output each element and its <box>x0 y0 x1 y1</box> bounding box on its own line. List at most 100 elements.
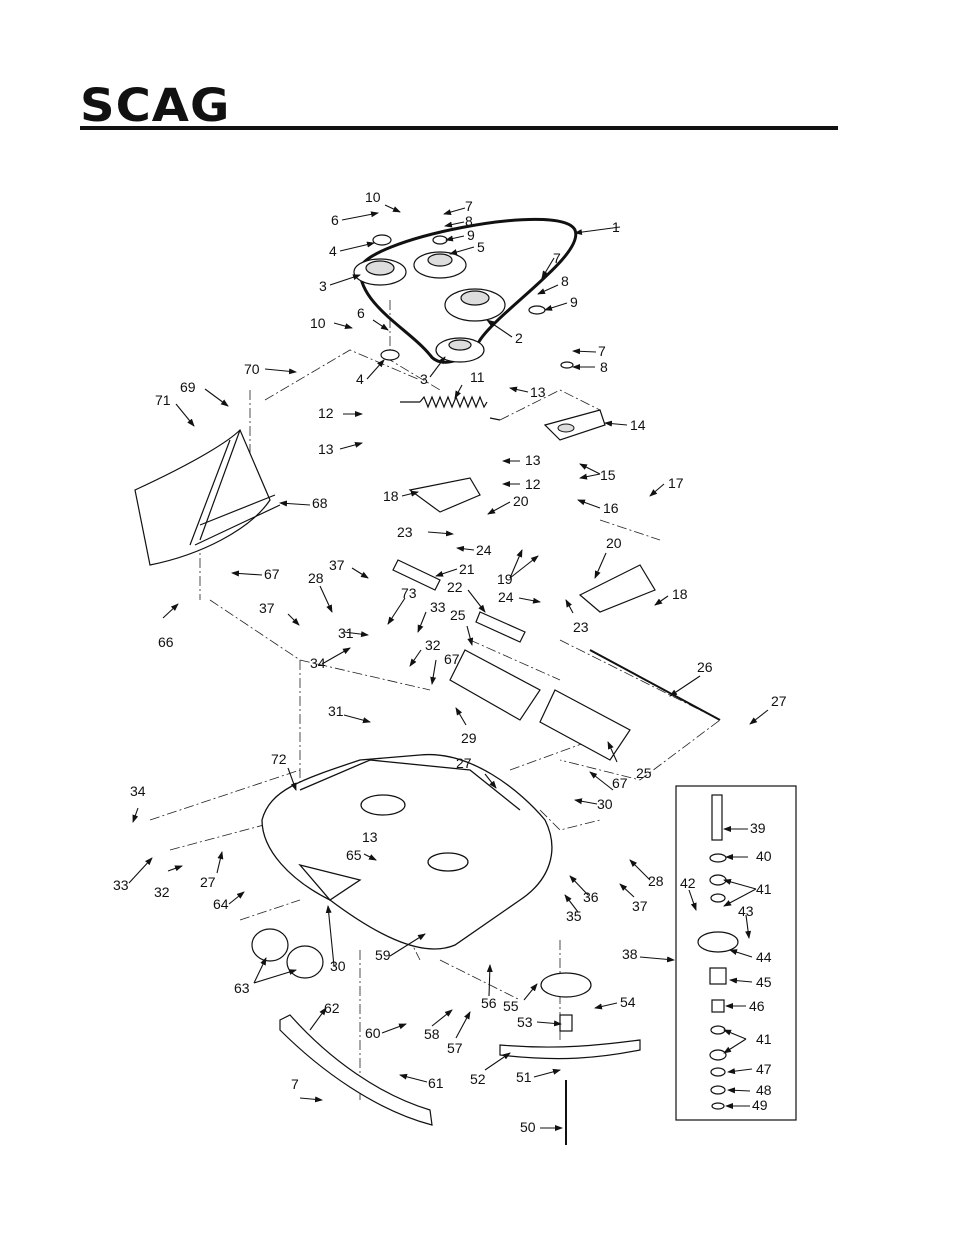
callout-7: 7 <box>465 198 473 214</box>
callout-30: 30 <box>330 958 346 974</box>
callout-32: 32 <box>425 637 441 653</box>
tension-spring <box>400 395 501 421</box>
callout-34: 34 <box>130 783 146 799</box>
idler-arm-bracket <box>543 409 606 441</box>
callout-12: 12 <box>525 476 541 492</box>
rollers <box>392 559 721 761</box>
callout-29: 29 <box>461 730 477 746</box>
spindle-detail-parts <box>697 794 739 1110</box>
callout-60: 60 <box>365 1025 381 1041</box>
callout-8: 8 <box>561 273 569 289</box>
callout-26: 26 <box>697 659 713 675</box>
callout-25: 25 <box>636 765 652 781</box>
callout-27: 27 <box>200 874 216 890</box>
callout-8: 8 <box>600 359 608 375</box>
side-guard-left <box>408 477 481 513</box>
callout-36: 36 <box>583 889 599 905</box>
callout-59: 59 <box>375 947 391 963</box>
callout-52: 52 <box>470 1071 486 1087</box>
callout-13: 13 <box>525 452 541 468</box>
callout-35: 35 <box>566 908 582 924</box>
callout-13: 13 <box>530 384 546 400</box>
callout-6: 6 <box>357 305 365 321</box>
callout-28: 28 <box>308 570 324 586</box>
callout-65: 65 <box>346 847 362 863</box>
callout-3: 3 <box>420 371 428 387</box>
callout-41: 41 <box>756 881 772 897</box>
callout-51: 51 <box>516 1069 532 1085</box>
callout-55: 55 <box>503 998 519 1014</box>
callout-38: 38 <box>622 946 638 962</box>
callout-33: 33 <box>430 599 446 615</box>
callout-9: 9 <box>467 227 475 243</box>
callout-66: 66 <box>158 634 174 650</box>
callout-73: 73 <box>401 585 417 601</box>
callout-67: 67 <box>444 651 460 667</box>
callout-46: 46 <box>749 998 765 1014</box>
callout-70: 70 <box>244 361 260 377</box>
callout-39: 39 <box>750 820 766 836</box>
header-rule <box>80 126 838 130</box>
callout-40: 40 <box>756 848 772 864</box>
callout-13: 13 <box>362 829 378 845</box>
callout-11: 11 <box>470 369 485 385</box>
leader-arrows <box>128 204 769 1131</box>
callout-18: 18 <box>383 488 399 504</box>
callout-30: 30 <box>597 796 613 812</box>
callout-62: 62 <box>324 1000 340 1016</box>
callout-25: 25 <box>450 607 466 623</box>
callout-33: 33 <box>113 877 129 893</box>
callout-42: 42 <box>680 875 696 891</box>
callout-34: 34 <box>310 655 326 671</box>
callout-4: 4 <box>329 243 337 259</box>
callout-6: 6 <box>331 212 339 228</box>
callout-37: 37 <box>329 557 345 573</box>
discharge-chute <box>134 428 281 566</box>
callout-32: 32 <box>154 884 170 900</box>
callout-23: 23 <box>573 619 589 635</box>
callout-61: 61 <box>428 1075 444 1091</box>
callout-22: 22 <box>447 579 463 595</box>
callout-20: 20 <box>513 493 529 509</box>
belt-and-pulleys <box>353 217 578 369</box>
callout-7: 7 <box>291 1076 299 1092</box>
callout-44: 44 <box>756 949 772 965</box>
callout-31: 31 <box>328 703 344 719</box>
drive-belt <box>358 217 578 364</box>
callout-50: 50 <box>520 1119 536 1135</box>
callout-12: 12 <box>318 405 334 421</box>
callout-57: 57 <box>447 1040 463 1056</box>
callout-27: 27 <box>456 755 472 771</box>
callout-43: 43 <box>738 903 754 919</box>
spindle-detail-frame <box>675 785 797 1121</box>
callout-48: 48 <box>756 1082 772 1098</box>
scag-logo: SCAG <box>80 79 231 133</box>
callout-4: 4 <box>356 371 364 387</box>
callout-labels: 1 2 3 3 4 4 5 6 6 7 7 7 7 8 8 8 9 9 10 1… <box>113 189 787 1135</box>
callout-64: 64 <box>213 896 229 912</box>
callout-67: 67 <box>612 775 628 791</box>
callout-41: 41 <box>756 1031 772 1047</box>
callout-18: 18 <box>672 586 688 602</box>
callout-8: 8 <box>465 213 473 229</box>
callout-15: 15 <box>600 467 616 483</box>
callout-58: 58 <box>424 1026 440 1042</box>
callout-17: 17 <box>668 475 684 491</box>
mower-deck <box>261 753 553 950</box>
callout-23: 23 <box>397 524 413 540</box>
callout-56: 56 <box>481 995 497 1011</box>
callout-49: 49 <box>752 1097 768 1113</box>
callout-37: 37 <box>632 898 648 914</box>
callout-28: 28 <box>648 873 664 889</box>
callout-20: 20 <box>606 535 622 551</box>
callout-2: 2 <box>515 330 523 346</box>
callout-3: 3 <box>319 278 327 294</box>
callout-69: 69 <box>180 379 196 395</box>
callout-53: 53 <box>517 1014 533 1030</box>
callout-1: 1 <box>612 219 620 235</box>
callout-7: 7 <box>598 343 606 359</box>
callout-24: 24 <box>498 589 514 605</box>
callout-21: 21 <box>459 561 475 577</box>
callout-7: 7 <box>553 250 561 266</box>
callout-9: 9 <box>570 294 578 310</box>
